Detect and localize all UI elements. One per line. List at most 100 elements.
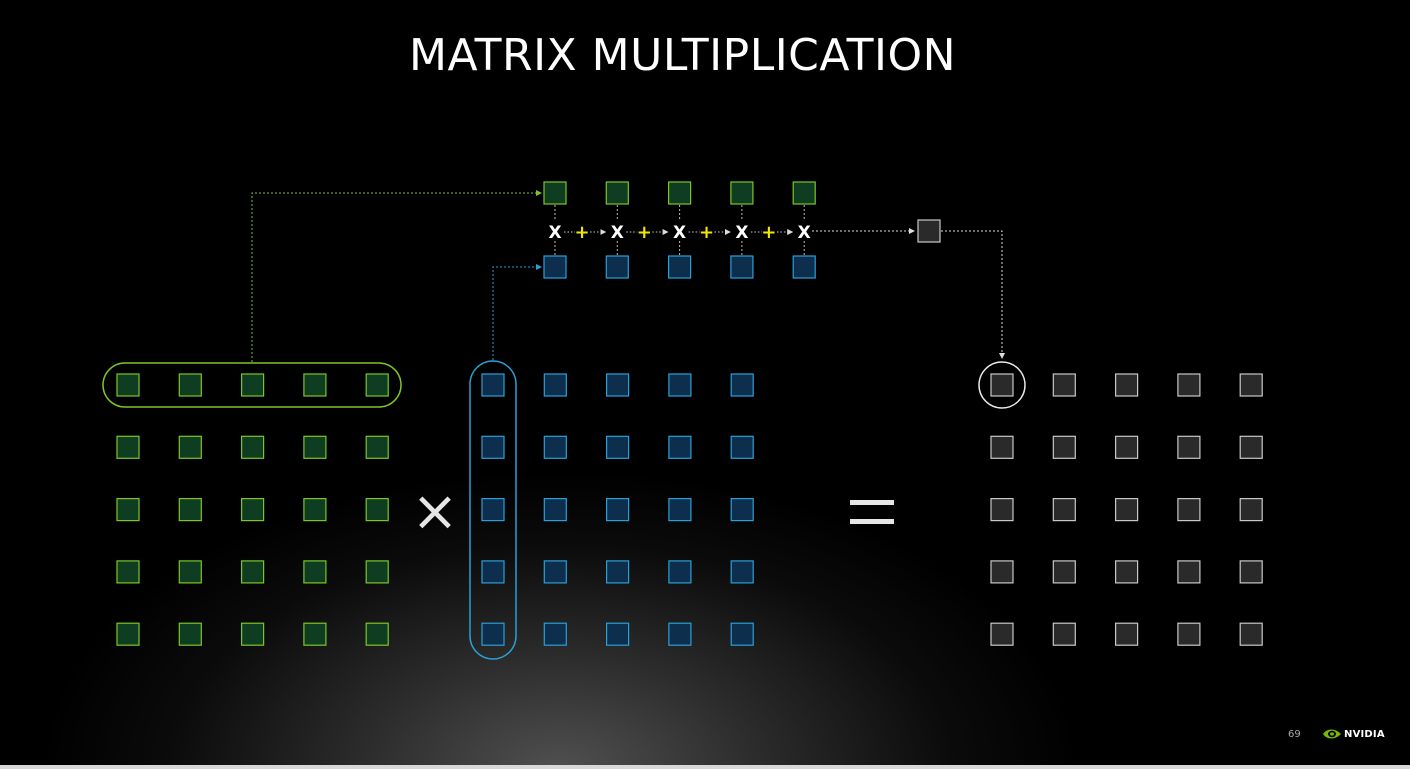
plus-sign: + bbox=[699, 222, 714, 243]
dot-column-cell-3 bbox=[667, 255, 692, 279]
matrix-a-cell-r3c2 bbox=[178, 498, 202, 522]
column-to-dot-arrow bbox=[492, 264, 542, 360]
matrix-c-cell-r1c1 bbox=[990, 373, 1014, 397]
matrix-a-cell-r3c5 bbox=[365, 498, 389, 522]
matrix-c-cell-r3c3 bbox=[1114, 498, 1139, 522]
matrix-b-cell-r5c3 bbox=[605, 622, 630, 646]
row-to-dot-arrow bbox=[251, 190, 542, 362]
matrix-b-cell-r3c2 bbox=[543, 498, 567, 522]
matrix-c-cell-r5c2 bbox=[1052, 622, 1076, 646]
matrix-a bbox=[116, 373, 389, 646]
matrix-b-cell-r2c2 bbox=[543, 435, 567, 459]
matrix-a-cell-r2c1 bbox=[116, 435, 140, 459]
matrix-c-cell-r1c3 bbox=[1114, 373, 1139, 397]
matrix-c-cell-r5c5 bbox=[1239, 622, 1263, 646]
dot-row-cell-5 bbox=[792, 181, 816, 205]
matrix-b-cell-r3c4 bbox=[668, 498, 692, 522]
matrix-a-cell-r2c4 bbox=[303, 435, 327, 459]
column-highlight bbox=[469, 360, 517, 660]
matrix-a-cell-r4c1 bbox=[116, 560, 140, 584]
matrix-c-cell-r3c2 bbox=[1052, 498, 1076, 522]
matrix-b-cell-r3c1 bbox=[481, 498, 505, 522]
matrix-a-cell-r5c2 bbox=[178, 622, 202, 646]
matrix-c-cell-r4c1 bbox=[990, 560, 1014, 584]
dot-row-cell-1 bbox=[543, 181, 567, 205]
row-highlight bbox=[102, 362, 402, 408]
matrix-b-cell-r3c5 bbox=[730, 498, 754, 522]
matrix-c-cell-r4c5 bbox=[1239, 560, 1263, 584]
matrix-a-cell-r2c2 bbox=[178, 435, 202, 459]
matrix-a-cell-r1c1 bbox=[116, 373, 140, 397]
matrix-a-cell-r5c1 bbox=[116, 622, 140, 646]
matrix-b-cell-r4c1 bbox=[481, 560, 505, 584]
matrix-b-cell-r4c5 bbox=[730, 560, 754, 584]
matrix-a-cell-r3c1 bbox=[116, 498, 140, 522]
plus-sign: + bbox=[637, 222, 652, 243]
dot-row-cell-2 bbox=[605, 181, 629, 205]
times-sign: X bbox=[548, 223, 561, 243]
matrix-a-cell-r3c3 bbox=[241, 498, 265, 522]
matrix-c-cell-r5c3 bbox=[1114, 622, 1139, 646]
matrix-c-cell-r3c1 bbox=[990, 498, 1014, 522]
nvidia-eye-icon bbox=[1323, 729, 1341, 739]
matrix-c-cell-r2c3 bbox=[1114, 435, 1139, 459]
equals-operator bbox=[850, 500, 894, 524]
dot-column-cell-5 bbox=[792, 255, 816, 279]
matrix-a-cell-r4c5 bbox=[365, 560, 389, 584]
matrix-c-cell-r4c3 bbox=[1114, 560, 1139, 584]
bottom-strip bbox=[0, 765, 1410, 769]
nvidia-logo: NVIDIA bbox=[1322, 726, 1385, 742]
times-sign: X bbox=[611, 223, 624, 243]
matrix-c-cell-r1c5 bbox=[1239, 373, 1263, 397]
matrix-b-cell-r4c2 bbox=[543, 560, 567, 584]
matrix-c bbox=[990, 373, 1263, 646]
matrix-a-cell-r1c4 bbox=[303, 373, 327, 397]
plus-sign: + bbox=[574, 222, 589, 243]
dot-product-row: X+X+X+X+X bbox=[543, 181, 816, 279]
matrix-a-cell-r2c5 bbox=[365, 435, 389, 459]
matrix-b-cell-r1c4 bbox=[668, 373, 692, 397]
matrix-c-cell-r1c4 bbox=[1177, 373, 1201, 397]
matrix-a-cell-r2c3 bbox=[241, 435, 265, 459]
matrix-c-cell-r2c5 bbox=[1239, 435, 1263, 459]
matrix-a-cell-r5c4 bbox=[303, 622, 327, 646]
plus-sign: + bbox=[761, 222, 776, 243]
matrix-c-cell-r3c4 bbox=[1177, 498, 1201, 522]
matrix-a-cell-r3c4 bbox=[303, 498, 327, 522]
matrix-c-cell-r5c1 bbox=[990, 622, 1014, 646]
matrix-b-cell-r2c1 bbox=[481, 435, 505, 459]
dot-product-result-cell bbox=[917, 219, 941, 243]
matrix-c-cell-r3c5 bbox=[1239, 498, 1263, 522]
times-sign: X bbox=[673, 223, 686, 243]
matrix-b-cell-r1c2 bbox=[543, 373, 567, 397]
matrix-b-cell-r5c5 bbox=[730, 622, 754, 646]
page-number: 69 bbox=[1288, 729, 1301, 740]
times-sign: X bbox=[798, 223, 811, 243]
dot-row-cell-3 bbox=[667, 181, 692, 205]
matrix-c-cell-r2c4 bbox=[1177, 435, 1201, 459]
matrix-b-cell-r5c1 bbox=[481, 622, 505, 646]
matrix-b-cell-r1c5 bbox=[730, 373, 754, 397]
matrix-a-cell-r4c2 bbox=[178, 560, 202, 584]
matrix-a-cell-r5c5 bbox=[365, 622, 389, 646]
matrix-b-cell-r2c5 bbox=[730, 435, 754, 459]
matrix-c-cell-r1c2 bbox=[1052, 373, 1076, 397]
matrix-b-cell-r3c3 bbox=[605, 498, 630, 522]
matrix-b-cell-r4c4 bbox=[668, 560, 692, 584]
matrix-c-cell-r2c1 bbox=[990, 435, 1014, 459]
matrix-c-cell-r2c2 bbox=[1052, 435, 1076, 459]
matrix-b-cell-r2c4 bbox=[668, 435, 692, 459]
matrix-a-cell-r4c4 bbox=[303, 560, 327, 584]
matrix-a-cell-r1c2 bbox=[178, 373, 202, 397]
slide-title: MATRIX MULTIPLICATION bbox=[408, 30, 956, 81]
matrix-c-cell-r4c2 bbox=[1052, 560, 1076, 584]
multiply-operator: × bbox=[412, 479, 459, 544]
matrix-a-cell-r1c5 bbox=[365, 373, 389, 397]
matrix-b-cell-r5c2 bbox=[543, 622, 567, 646]
result-cell-highlight bbox=[978, 361, 1026, 409]
dot-column-cell-2 bbox=[605, 255, 629, 279]
dot-column-cell-1 bbox=[543, 255, 567, 279]
matrix-b-cell-r2c3 bbox=[605, 435, 630, 459]
